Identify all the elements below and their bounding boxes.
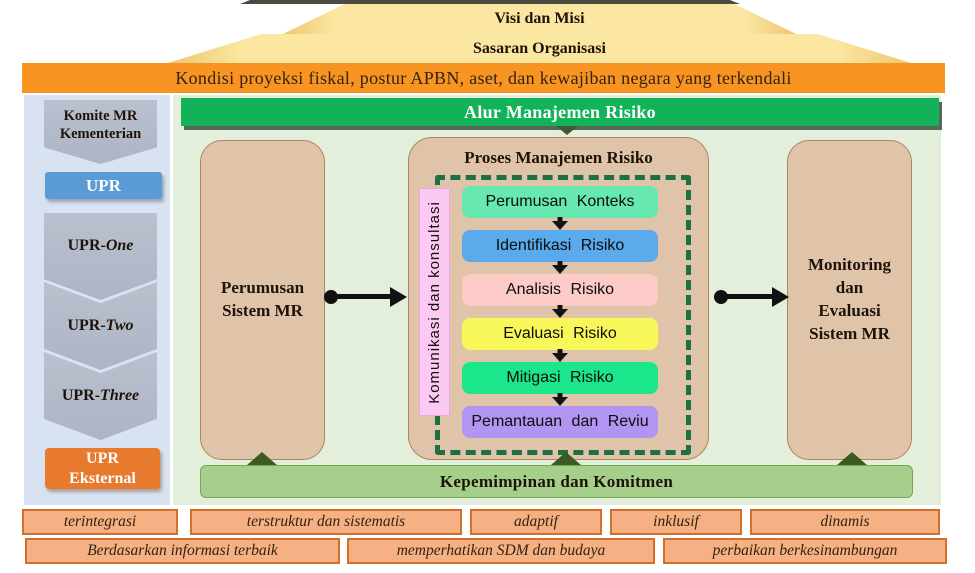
proses-title: Proses Manajemen Risiko [464,148,653,167]
pyramid-level-sasaran-organisasi: Sasaran Organisasi [168,34,911,63]
upr-one-chevron: UPR-One [44,213,157,300]
pyramid-level-visi-misi: Visi dan Misi [283,4,796,34]
step-analisis-risiko: Analisis Risiko [462,274,658,306]
principle-dinamis: dinamis [750,509,940,535]
pyramid-top-sliver [240,0,740,4]
header-notch-arrow-icon [556,126,578,135]
down-arrow-icon [462,350,658,362]
principle-informasi-terbaik: Berdasarkan informasi terbaik [25,538,340,564]
principle-inklusif: inklusif [610,509,742,535]
condition-banner: Kondisi proyeksi fiskal, postur APBN, as… [22,63,945,93]
alur-manajemen-risiko-header: Alur Manajemen Risiko [181,98,939,126]
principle-adaptif: adaptif [470,509,602,535]
principle-terstruktur: terstruktur dan sistematis [190,509,462,535]
principle-sdm-budaya: memperhatikan SDM dan budaya [347,538,655,564]
down-arrow-icon [462,218,658,230]
right-arrow-icon [390,287,407,307]
upr-eksternal-box: UPR Eksternal [45,448,160,489]
step-mitigasi-risiko: Mitigasi Risiko [462,362,658,394]
down-arrow-icon [462,306,658,318]
perumusan-sistem-mr-box: Perumusan Sistem MR [200,140,325,460]
upr-two-chevron: UPR-Two [44,282,157,370]
upr-two-label: UPR-Two [67,317,134,334]
komunikasi-konsultasi-bar: Komunikasi dan konsultasi [419,188,450,416]
step-evaluasi-risiko: Evaluasi Risiko [462,318,658,350]
step-identifikasi-risiko: Identifikasi Risiko [462,230,658,262]
kepemimpinan-komitmen-bar: Kepemimpinan dan Komitmen [200,465,913,498]
upr-box: UPR [45,172,162,199]
connector-line [331,294,392,299]
process-steps-column: Perumusan Konteks Identifikasi Risiko An… [462,186,658,438]
down-arrow-icon [462,262,658,274]
upr-three-label: UPR-Three [61,387,140,404]
right-arrow-icon [772,287,789,307]
connector-line [721,294,774,299]
step-pemantauan-reviu: Pemantauan dan Reviu [462,406,658,438]
step-perumusan-konteks: Perumusan Konteks [462,186,658,218]
principle-berkesinambungan: perbaikan berkesinambungan [663,538,947,564]
komunikasi-konsultasi-label: Komunikasi dan konsultasi [426,200,444,404]
monitoring-evaluasi-box: Monitoring dan Evaluasi Sistem MR [787,140,912,460]
upr-one-label: UPR-One [67,237,134,254]
principle-terintegrasi: terintegrasi [22,509,178,535]
down-arrow-icon [462,394,658,406]
